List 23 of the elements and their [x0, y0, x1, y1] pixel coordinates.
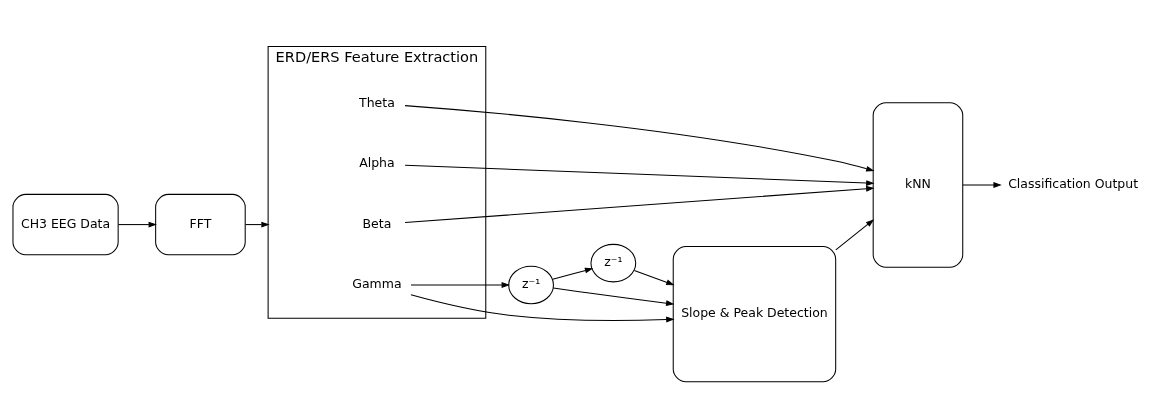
node-box: kNN	[872, 101, 964, 268]
arrow	[404, 185, 875, 223]
arrow	[633, 269, 675, 285]
node-text: Classification Output	[1008, 175, 1139, 191]
arrow	[410, 293, 675, 322]
node-box: CH3 EEG Data	[12, 193, 119, 255]
node-text: Alpha	[359, 154, 395, 170]
arrow	[117, 221, 157, 227]
node-box: FFT	[155, 193, 246, 255]
arrow	[962, 181, 1002, 188]
node-box: Slope & Peak Detection	[672, 245, 837, 382]
node-ellipse: z⁻¹	[590, 243, 637, 282]
node-text: Beta	[362, 215, 392, 231]
arrow	[552, 287, 675, 306]
arrow	[835, 218, 875, 250]
node-text: Gamma	[352, 275, 402, 291]
arrow	[244, 221, 270, 227]
node-text: Theta	[359, 94, 395, 110]
node-ellipse: z⁻¹	[508, 265, 554, 304]
arrow	[404, 104, 875, 172]
arrow	[552, 267, 594, 280]
arrow	[404, 164, 875, 186]
arrow	[410, 281, 510, 288]
